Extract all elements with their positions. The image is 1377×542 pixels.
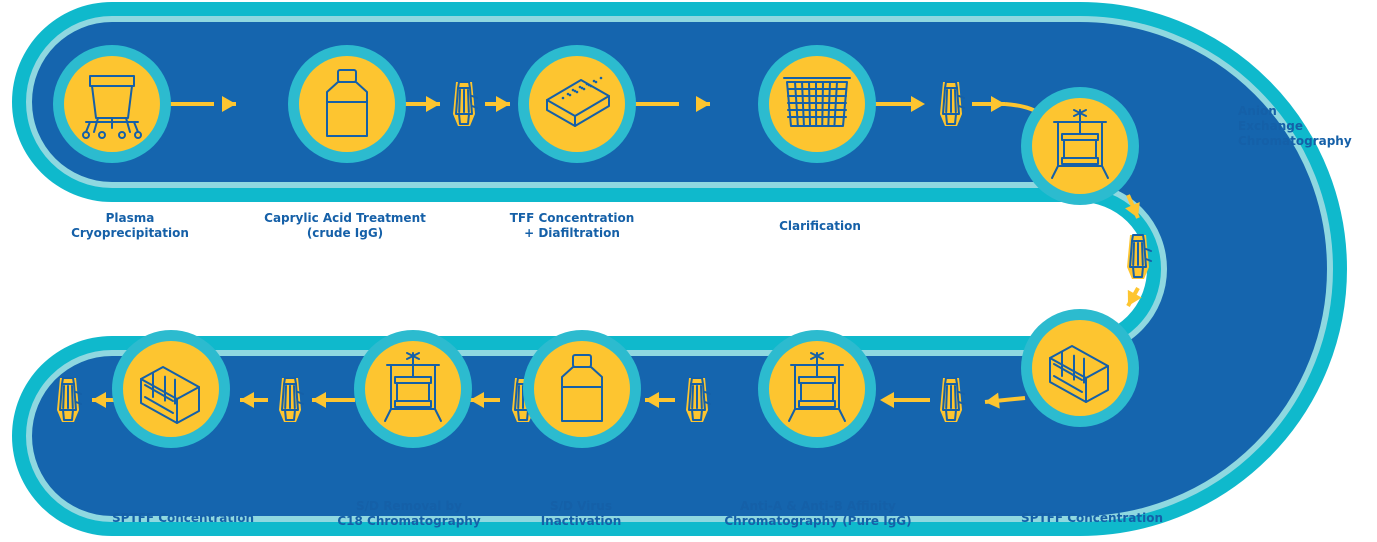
station-label-line: Cryoprecipitation [71, 226, 189, 240]
flow-arrows [92, 96, 1142, 409]
station-label-line: S/D Removal by [356, 499, 462, 513]
capsule-filter-icon [453, 81, 478, 126]
bottle-icon [561, 354, 603, 422]
label-sptff-concentration-left: SPTFF Concentration [112, 511, 254, 526]
station-label-line: SPTFF Concentration [112, 510, 254, 525]
label-clarification: Clarification [779, 219, 861, 234]
station-disc [534, 341, 630, 437]
filter-basket-icon [783, 77, 851, 127]
flow-arrow [880, 392, 930, 408]
station-label-line: TFF Concentration [509, 211, 635, 225]
station-disc [529, 56, 625, 152]
station-label-line: C18 Chromatography [337, 514, 481, 528]
flow-arrow [635, 96, 710, 112]
capsule-filter-icon [940, 81, 965, 126]
station-tff-concentration-diafiltration [518, 45, 636, 163]
chromatography-press-icon [384, 352, 442, 422]
station-anion-exchange-chromatography [1021, 87, 1139, 205]
station-disc [1032, 320, 1128, 416]
sptff-module-icon [140, 366, 200, 424]
chromatography-press-icon [788, 352, 846, 422]
station-plasma-cryoprecipitation [53, 45, 171, 163]
chromatography-press-icon [1051, 109, 1109, 179]
station-label-line: Inactivation [540, 514, 622, 528]
capsule-filter-icon [940, 377, 965, 422]
flow-arrow [645, 392, 675, 408]
station-sd-removal-c18 [354, 330, 472, 448]
track-inner-band [32, 21, 1327, 516]
station-caprylic-acid-treatment [288, 45, 406, 163]
station-label-line: Anti-A & Anti-B Affinity [740, 499, 896, 513]
station-label-line: Anion [1238, 103, 1277, 118]
station-label-line: S/D Virus [550, 499, 612, 513]
station-label-line: Chromatography (Pure IgG) [724, 514, 912, 528]
capsule-filter-icon [1127, 234, 1152, 279]
flow-arrow [240, 392, 268, 408]
station-label-line: SPTFF Concentration [1021, 510, 1163, 525]
capsule-filter-icon [57, 377, 82, 422]
flow-arrow [875, 96, 925, 112]
station-sptff-concentration-right [1021, 309, 1139, 427]
station-disc [123, 341, 219, 437]
station-label-line: (crude IgG) [306, 226, 384, 240]
sptff-module-icon [1049, 345, 1109, 403]
flow-arrow [405, 96, 440, 112]
station-label-line: Chromatography [1238, 133, 1352, 148]
station-anti-a-anti-b-affinity [758, 330, 876, 448]
station-label-line: Clarification [779, 218, 861, 233]
label-sptff-concentration-right: SPTFF Concentration [1021, 511, 1163, 526]
bottle-icon [326, 69, 368, 137]
conveyor-track [12, 2, 1347, 536]
flow-arrow [485, 96, 510, 112]
flow-arrow [170, 96, 236, 112]
capsule-filter-icon [279, 377, 304, 422]
flow-arrow [312, 392, 355, 408]
label-tff-concentration-diafiltration: TFF Concentration+ Diafiltration [510, 211, 635, 241]
label-caprylic-acid-treatment: Caprylic Acid Treatment(crude IgG) [264, 211, 426, 241]
capsule-filter-icon [686, 377, 711, 422]
station-label-line: + Diafiltration [524, 226, 620, 240]
flow-arrow [1125, 194, 1140, 219]
bag-cart-icon [82, 75, 142, 139]
station-clarification [758, 45, 876, 163]
station-sd-virus-inactivation [523, 330, 641, 448]
flow-arrow [470, 392, 500, 408]
station-disc [299, 56, 395, 152]
station-sptff-concentration-left [112, 330, 230, 448]
station-label-line: Plasma [105, 211, 155, 225]
station-disc [64, 56, 160, 152]
flow-arrow [1126, 287, 1142, 307]
cassette-icon [546, 76, 610, 127]
station-label-line: Caprylic Acid Treatment [264, 211, 426, 225]
station-group [53, 45, 1139, 448]
flow-arrow [972, 96, 1005, 112]
flow-arrow [984, 392, 1026, 409]
station-label-line: Exchange [1238, 118, 1303, 133]
flow-arrow [92, 392, 115, 408]
